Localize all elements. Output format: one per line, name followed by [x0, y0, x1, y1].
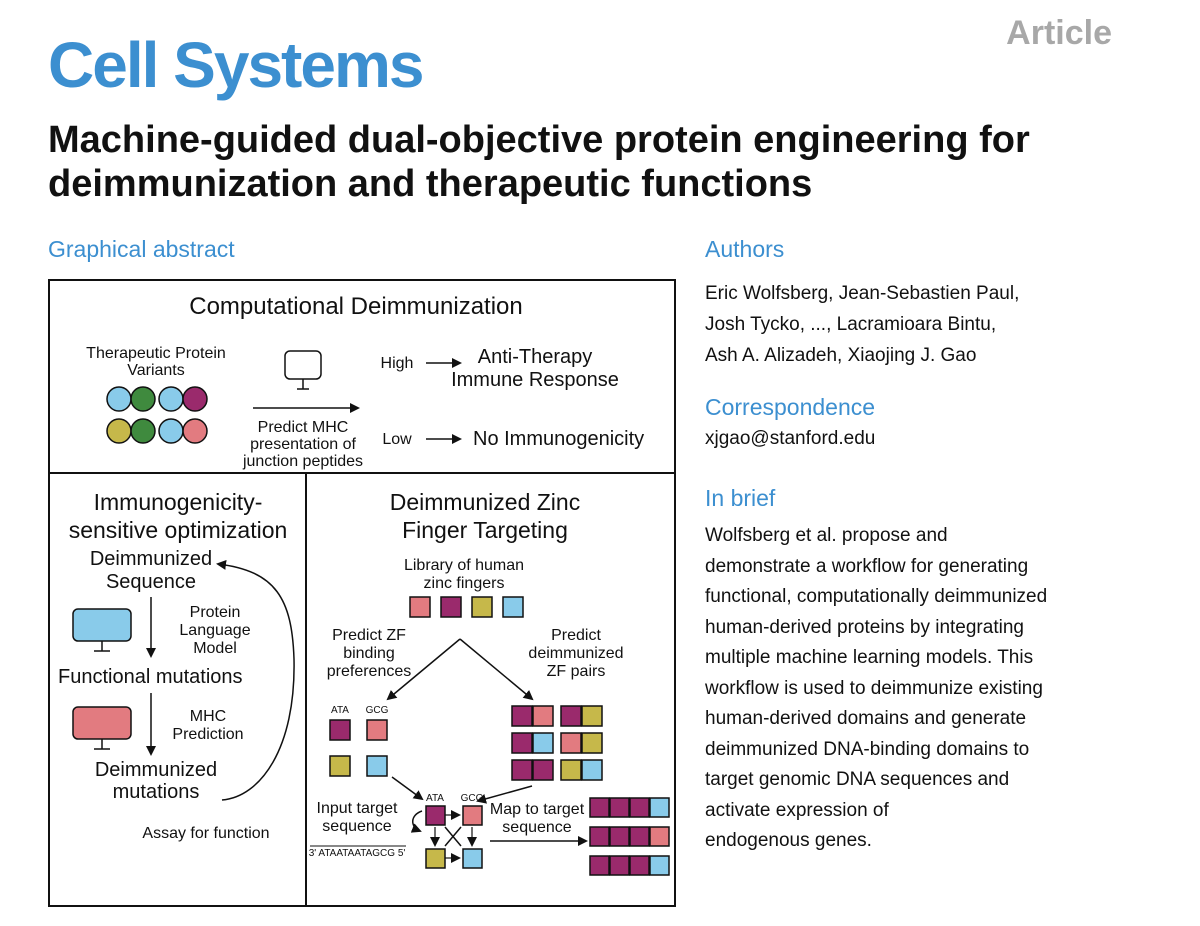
- library-label: zinc fingers: [424, 575, 505, 592]
- map-label: sequence: [502, 819, 571, 836]
- codon-label: GCG: [461, 793, 484, 804]
- variants-label: Variants: [127, 362, 185, 379]
- input-target-label: sequence: [322, 818, 391, 835]
- panel-title: Finger Targeting: [402, 517, 568, 543]
- codon-label: GCG: [366, 705, 389, 716]
- high-label: High: [381, 355, 414, 372]
- plm-label: Model: [193, 640, 237, 657]
- brief-line: demonstrate a workflow for generating: [705, 555, 1029, 577]
- author-list: Eric Wolfsberg, Jean-Sebastien Paul, Jos…: [705, 278, 1165, 371]
- brief-line: workflow is used to deimmunize existing: [705, 677, 1043, 699]
- panel-title: Immunogenicity-: [94, 489, 263, 515]
- input-target-label: Input target: [317, 800, 399, 817]
- graphical-abstract-figure: Computational Deimmunization Therapeutic…: [48, 279, 676, 907]
- brief-line: endogenous genes.: [705, 830, 872, 851]
- predict-pairs-label: deimmunized: [528, 645, 623, 662]
- zf-binding-blocks: [329, 719, 388, 777]
- zf-pairs-grid: [511, 705, 603, 781]
- mapped-constructs: [589, 797, 670, 876]
- predict-zf-label: preferences: [327, 663, 412, 680]
- cross: [444, 826, 462, 847]
- predict-zf-label: Predict ZF: [332, 627, 406, 644]
- brief-line: multiple machine learning models. This: [705, 647, 1034, 668]
- article-title: Machine-guided dual-objective protein en…: [48, 119, 1030, 205]
- arrow: [459, 638, 534, 701]
- deimmunized-mutations: Deimmunized: [95, 759, 217, 781]
- panel-title: sensitive optimization: [69, 517, 288, 543]
- correspondence-heading: Correspondence: [705, 394, 876, 420]
- brief-line: deimmunized DNA-binding domains to: [705, 738, 1030, 760]
- brief-line: human-derived proteins by integrating: [705, 616, 1024, 638]
- plm-label: Protein: [190, 604, 241, 621]
- low-label: Low: [382, 431, 412, 448]
- in-brief-heading: In brief: [705, 485, 776, 511]
- correspondence-email[interactable]: xjgao@stanford.edu: [705, 428, 876, 449]
- brief-line: target genomic DNA sequences and: [705, 769, 1010, 790]
- variants-label: Therapeutic Protein: [86, 345, 226, 362]
- predict-pairs-label: Predict: [551, 627, 601, 644]
- brief-line: activate expression of: [705, 799, 889, 821]
- brief-line: Wolfsberg et al. propose and: [705, 525, 948, 546]
- monitor-icon: [284, 350, 322, 390]
- zinc-finger-library: [409, 596, 524, 618]
- assay-label: Assay for function: [142, 825, 269, 842]
- graphical-abstract-heading: Graphical abstract: [48, 236, 235, 262]
- high-outcome: Immune Response: [451, 369, 619, 391]
- authors-heading: Authors: [705, 236, 785, 262]
- author-line: Ash A. Alizadeh, Xiaojing J. Gao: [705, 345, 977, 366]
- panel-title: Deimmunized Zinc: [390, 489, 580, 515]
- high-outcome: Anti-Therapy: [478, 346, 593, 368]
- deimmunized-sequence: Sequence: [106, 571, 196, 593]
- mhc-label: Prediction: [172, 726, 243, 743]
- dna-sequence: 3' ATAATAATAGCG 5': [309, 848, 406, 859]
- arrow: [386, 638, 461, 701]
- monitor-icon: [72, 608, 132, 652]
- author-line: Josh Tycko, ..., Lacramioara Bintu,: [705, 314, 997, 335]
- codon-label: ATA: [426, 793, 444, 804]
- graphical-abstract: Computational Deimmunization Therapeutic…: [48, 279, 676, 907]
- variant-circles: [106, 386, 208, 444]
- feedback-loop-arrow: [216, 559, 295, 801]
- target-mapping-blocks: [425, 805, 483, 869]
- panel-title: Computational Deimmunization: [189, 293, 523, 320]
- map-label: Map to target: [490, 801, 585, 818]
- arrow: [476, 785, 533, 804]
- functional-mutations: Functional mutations: [58, 666, 243, 688]
- mhc-label: MHC: [190, 708, 226, 725]
- predict-zf-label: binding: [343, 645, 395, 662]
- brief-line: human-derived domains and generate: [705, 708, 1027, 729]
- monitor-icon: [72, 706, 132, 750]
- in-brief-text: Wolfsberg et al. propose and demonstrate…: [705, 521, 1165, 857]
- library-label: Library of human: [404, 557, 524, 574]
- predict-label: presentation of: [250, 436, 356, 453]
- journal-name: Cell Systems: [48, 29, 424, 101]
- arrow: [410, 810, 423, 833]
- low-outcome: No Immunogenicity: [473, 428, 644, 450]
- predict-label: Predict MHC: [258, 419, 349, 436]
- deimmunized-sequence: Deimmunized: [90, 548, 212, 570]
- deimmunized-mutations: mutations: [113, 781, 200, 803]
- author-line: Eric Wolfsberg, Jean-Sebastien Paul,: [705, 283, 1020, 304]
- frame: [48, 279, 676, 907]
- brief-line: functional, computationally deimmunized: [705, 586, 1048, 607]
- predict-label: junction peptides: [242, 453, 363, 470]
- predict-pairs-label: ZF pairs: [547, 663, 606, 680]
- plm-label: Language: [179, 622, 250, 639]
- article-type: Article: [1006, 14, 1112, 52]
- codon-label: ATA: [331, 705, 349, 716]
- arrow: [391, 776, 424, 801]
